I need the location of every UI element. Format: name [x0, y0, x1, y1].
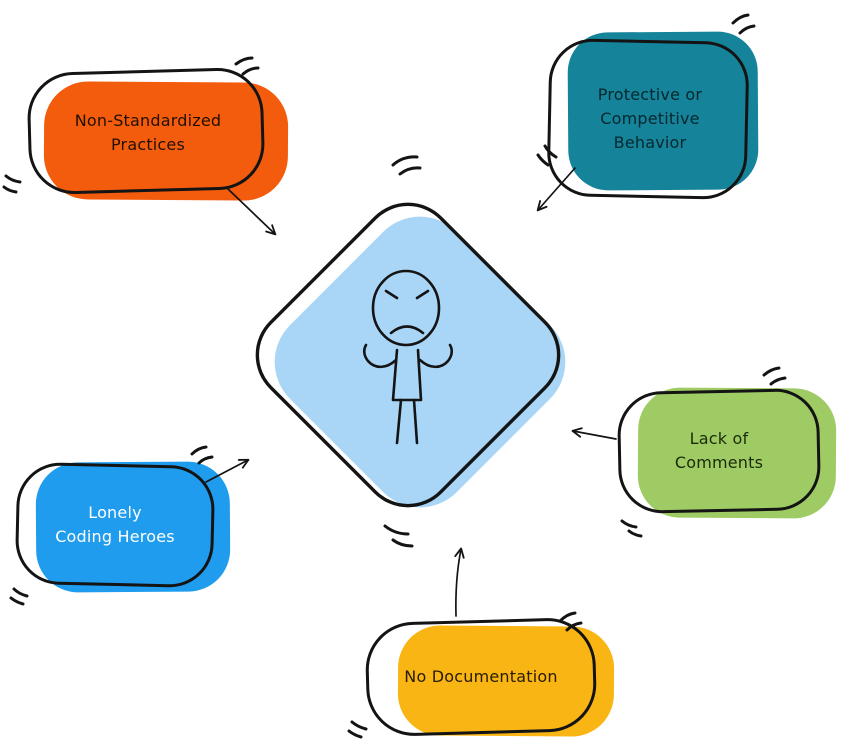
- figure-right-brow: [415, 289, 430, 300]
- node-label: Lonely Coding Heroes: [55, 503, 175, 546]
- node-no-documentation: No Documentation: [356, 610, 626, 752]
- node-protective-or-competitive-behavior: Protective or Competitive Behavior: [538, 20, 773, 212]
- node-non-standardized-practices: Non-Standardized Practices: [20, 62, 302, 212]
- diamond-outline: [255, 202, 561, 508]
- figure-torso: [391, 348, 423, 402]
- connector-arrows: [205, 167, 617, 617]
- node-lack-of-comments: Lack of Comments: [610, 376, 845, 532]
- figure-left-brow: [384, 289, 399, 300]
- figure-left-arm: [362, 343, 398, 369]
- arrow-no-documentation: [454, 547, 465, 617]
- accent-tick: [2, 185, 18, 194]
- accent-tick: [4, 174, 22, 184]
- figure-right-arm: [418, 343, 454, 369]
- accent-tick: [398, 166, 422, 176]
- accent-tick: [391, 538, 414, 548]
- center-diamond: [255, 202, 566, 508]
- confused-person-figure: [362, 269, 454, 445]
- accent-tick: [391, 155, 419, 167]
- accent-tick: [383, 524, 410, 536]
- node-label: No Documentation: [404, 667, 558, 686]
- figure-right-leg: [412, 398, 419, 445]
- figure-left-leg: [395, 398, 403, 445]
- figure-head: [371, 269, 441, 347]
- node-label: Non-Standardized Practices: [74, 111, 222, 154]
- diamond-fill: [274, 216, 566, 508]
- node-label: Protective or Competitive Behavior: [597, 85, 703, 152]
- node-label: Lack of Comments: [674, 429, 764, 472]
- figure-mouth: [389, 325, 425, 335]
- accent-tick: [762, 366, 781, 377]
- node-lonely-coding-heroes: Lonely Coding Heroes: [6, 448, 241, 606]
